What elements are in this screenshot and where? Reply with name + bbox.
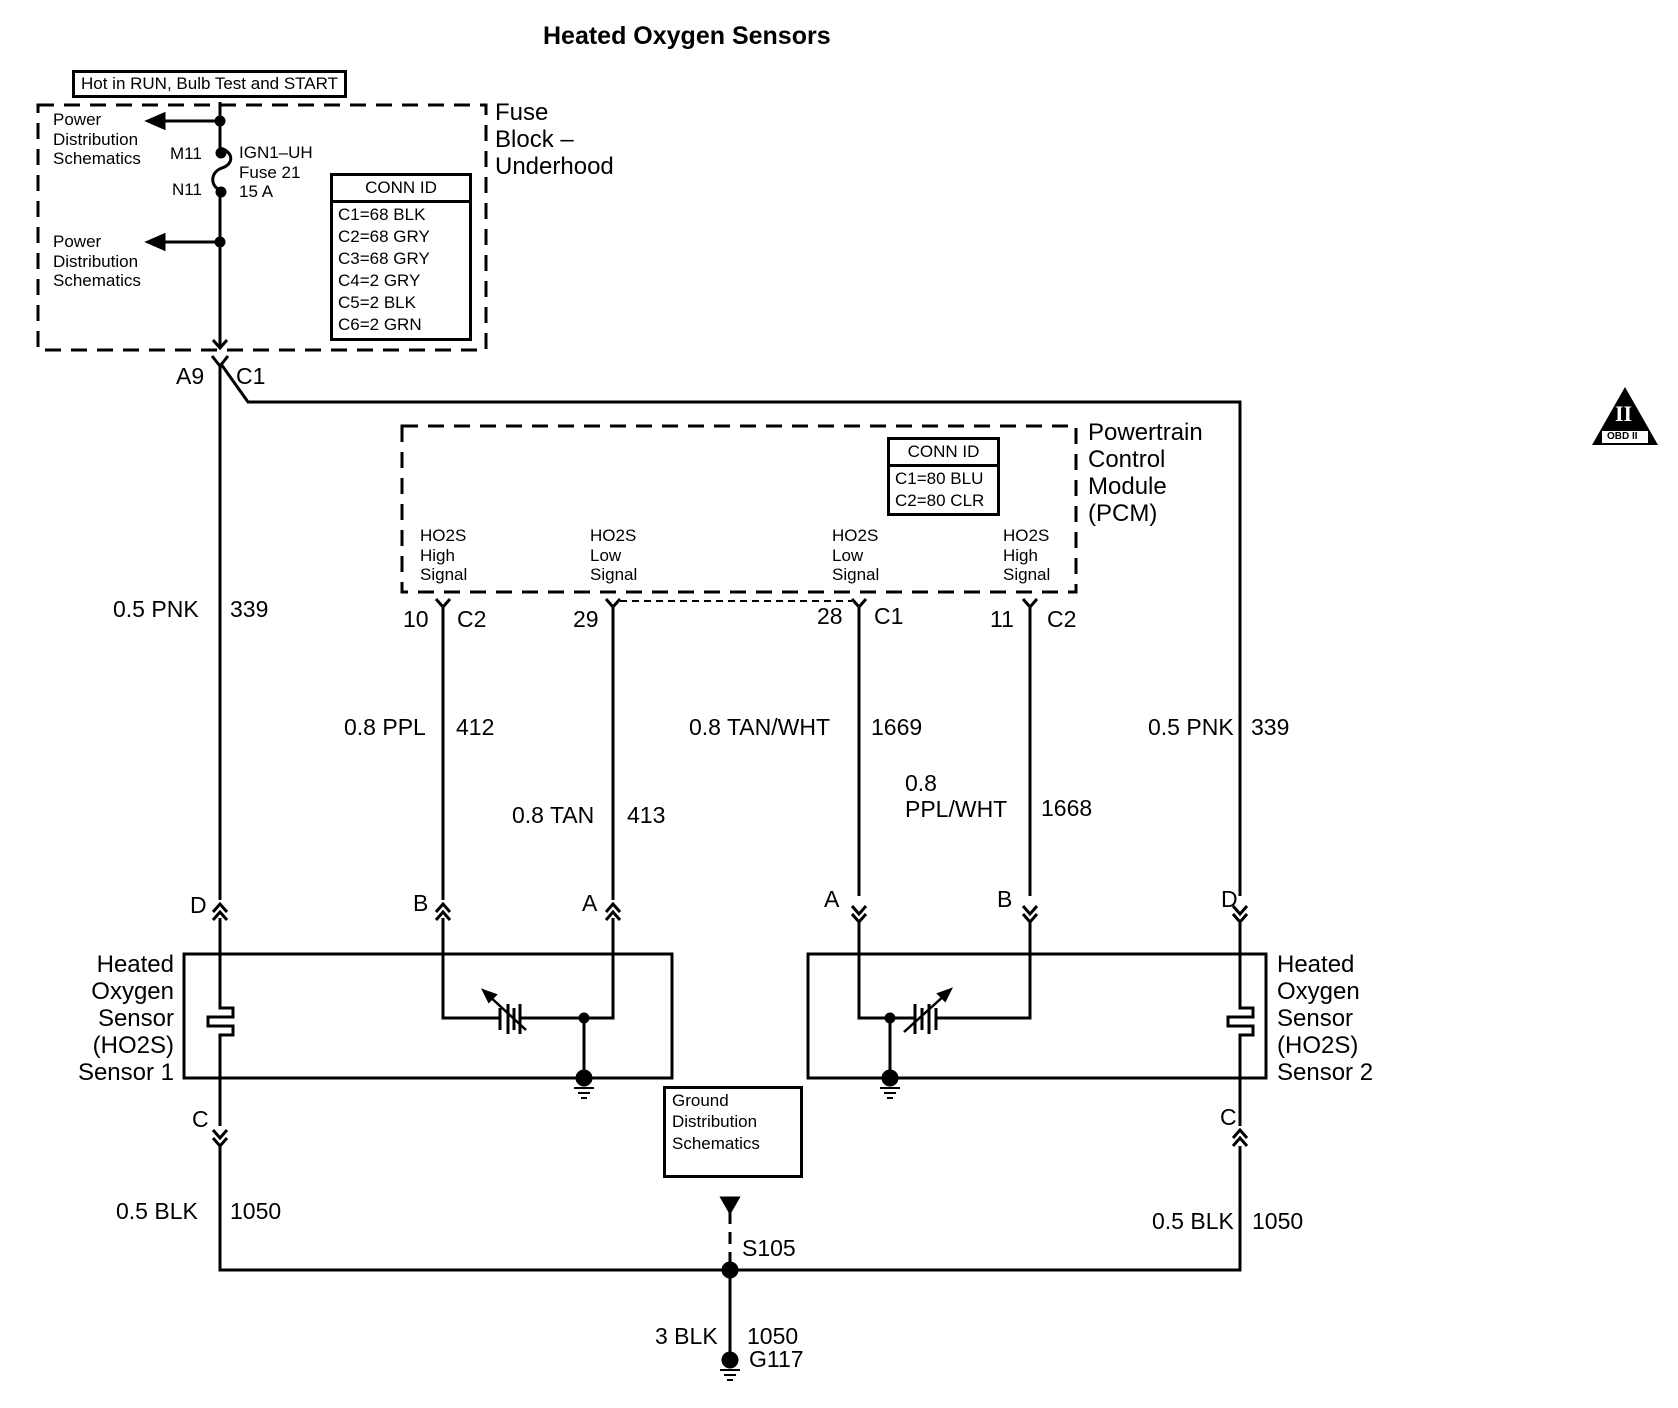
obd2-numeral: II: [1615, 401, 1633, 426]
wire-size-color: 0.8 TAN: [512, 802, 595, 828]
wire-size-color: 0.5 PNK: [1148, 714, 1234, 740]
fuse-block-outline: [36, 103, 488, 352]
wire-circuit: 413: [627, 802, 666, 828]
sensor2-variable-cell-icon: [903, 987, 954, 1034]
fuse-pin-m11: M11: [170, 144, 202, 163]
fuse-terminal-dot: [215, 186, 227, 198]
wire-size-color: 0.8 PPL: [344, 714, 426, 740]
power-dist-arrow-top: [144, 111, 166, 131]
sensor1-connectors: [211, 901, 622, 921]
wire-circuit: 1050: [1252, 1208, 1304, 1234]
obd2-triangle-icon: [1592, 387, 1658, 445]
wire-circuit: 339: [1251, 714, 1290, 740]
fuse-block-conn-id: CONN ID C1=68 BLK C2=68 GRY C3=68 GRY C4…: [330, 173, 472, 341]
pcm-connector-id: C1: [874, 603, 904, 629]
connector-pin-29: [604, 598, 622, 610]
sensor1-pin-a: A: [582, 890, 598, 916]
wire-circuit: 1050: [230, 1198, 282, 1224]
sensor2-name: Heated Oxygen Sensor (HO2S) Sensor 2: [1277, 951, 1374, 1086]
sensor1-connector-c: [211, 1129, 229, 1141]
sensor2-pin-c: C: [1220, 1104, 1237, 1130]
pcm-connector-id: C2: [1047, 606, 1077, 632]
sensor2-connectors: [850, 905, 1249, 925]
hot-in-label: Hot in RUN, Bulb Test and START: [72, 70, 347, 98]
connector-pin-28: [850, 598, 868, 610]
ground-g117-label: G117: [749, 1346, 804, 1372]
wire-size-color: 3 BLK: [655, 1323, 718, 1349]
sensor2-outline: [806, 952, 1268, 1080]
fuse-pin-n11: N11: [172, 180, 202, 199]
junction-dot: [214, 236, 226, 248]
sensor2-heater-icon: [1226, 922, 1255, 1126]
sensor2-connector-c: [1231, 1127, 1249, 1139]
pcm-pin-number: 28: [817, 603, 843, 629]
sensor1-pin-c: C: [192, 1106, 209, 1132]
wire-size-color: 0.8 PPL/WHT: [905, 770, 1008, 823]
connector-pin-a9: A9: [176, 363, 205, 389]
sensor2-pin-b: B: [997, 886, 1013, 912]
pcm-conn-id: CONN ID C1=80 BLU C2=80 CLR: [887, 437, 1000, 517]
sensor1-outline: [182, 952, 674, 1080]
power-dist-link-top[interactable]: Power Distribution Schematics: [53, 110, 141, 169]
fuse-label: IGN1–UH Fuse 21 15 A: [239, 143, 313, 202]
wire-size-color: 0.8 TAN/WHT: [689, 714, 830, 740]
page-title: Heated Oxygen Sensors: [543, 22, 831, 50]
pcm-pin-number: 29: [573, 606, 599, 632]
wire-size-color: 0.5 BLK: [1152, 1208, 1234, 1234]
ground-dist-arrow: [719, 1196, 741, 1216]
sensor1-pin-b: B: [413, 890, 429, 916]
junction-dot: [214, 115, 226, 127]
sensor1-ground-icon: [574, 1069, 594, 1099]
wire-circuit: 1668: [1041, 795, 1093, 821]
junction-dot: [884, 1012, 896, 1024]
wire-size-color: 0.5 BLK: [116, 1198, 198, 1224]
connector-a9: [210, 355, 230, 369]
connector-pin-11: [1021, 598, 1039, 610]
junction-dot: [578, 1012, 590, 1024]
wire-circuit: 1669: [871, 714, 923, 740]
power-dist-link-bottom[interactable]: Power Distribution Schematics: [53, 232, 141, 291]
ground-dist-link[interactable]: Ground Distribution Schematics: [663, 1086, 803, 1178]
wire-circuit: 1050: [747, 1323, 799, 1349]
power-dist-arrow-bottom: [144, 232, 166, 252]
pcm-pin-number: 11: [990, 606, 1014, 632]
sensor1-pin-d: D: [190, 892, 207, 918]
fuse-feed-circuit: [160, 102, 233, 348]
pcm-name: Powertrain Control Module (PCM): [1088, 419, 1203, 527]
splice-s105-dot: [721, 1261, 739, 1279]
pcm-pin-number: 10: [403, 606, 429, 632]
wire-circuit: 339: [230, 596, 269, 622]
connector-id-c1: C1: [236, 363, 266, 389]
sensor1-variable-cell-icon: [480, 988, 527, 1034]
pcm-connector-id: C2: [457, 606, 487, 632]
wire-circuit: 412: [456, 714, 495, 740]
splice-s105-label: S105: [742, 1235, 796, 1261]
fuse-block-name: Fuse Block – Underhood: [495, 99, 614, 180]
connector-pin-10: [434, 598, 452, 610]
sensor2-pin-d: D: [1221, 886, 1238, 912]
sensor2-pin-a: A: [824, 886, 840, 912]
wire-size-color: 0.5 PNK: [113, 596, 199, 622]
sensor1-heater-icon: [206, 918, 235, 1126]
sensor2-ground-icon: [880, 1069, 900, 1099]
pcm-outline: [400, 424, 1078, 594]
obd2-label: OBD II: [1607, 431, 1638, 442]
fuse-output-arrow: [211, 339, 229, 351]
g117-ground-icon: [720, 1351, 740, 1381]
fuse-terminal-dot: [215, 147, 227, 159]
obd2-badge: II OBD II: [1590, 385, 1660, 447]
sensor1-name: Heated Oxygen Sensor (HO2S) Sensor 1: [77, 951, 174, 1086]
